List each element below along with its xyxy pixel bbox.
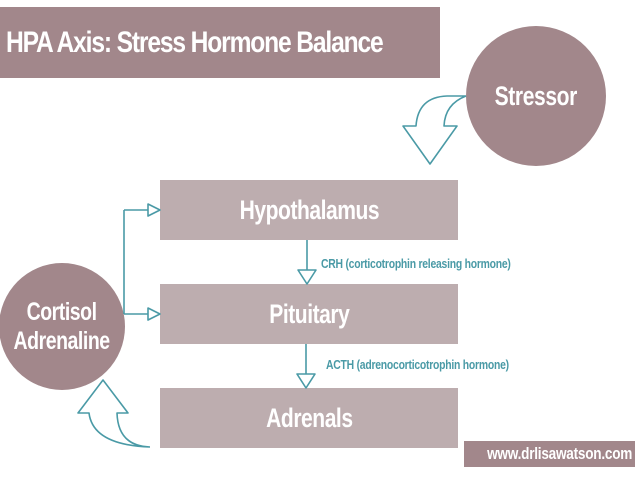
- stressor-node: Stressor: [466, 26, 606, 166]
- adrenals-up-arrow-icon: [77, 379, 151, 448]
- hypothalamus-label: Hypothalamus: [239, 194, 379, 225]
- cortisol-adrenaline-label: Cortisol Adrenaline: [13, 297, 111, 356]
- page-title: HPA Axis: Stress Hormone Balance: [6, 26, 384, 59]
- cortisol-label: Cortisol: [27, 297, 97, 326]
- pituitary-label: Pituitary: [268, 298, 350, 329]
- title-banner: HPA Axis: Stress Hormone Balance: [0, 7, 440, 78]
- acth-edge-label: ACTH (adrenocorticotrophin hormone): [326, 357, 509, 372]
- website-badge: www.drlisawatson.com: [464, 441, 635, 467]
- cortisol-adrenaline-node: Cortisol Adrenaline: [0, 263, 125, 390]
- stressor-down-arrow-icon: [402, 95, 467, 165]
- pituitary-node: Pituitary: [160, 284, 458, 344]
- adrenaline-label: Adrenaline: [13, 326, 111, 355]
- adrenals-node: Adrenals: [160, 388, 458, 448]
- acth-arrow-icon: [296, 344, 316, 389]
- feedback-connector-icon: [123, 203, 161, 321]
- crh-edge-label: CRH (corticotrophin releasing hormone): [321, 256, 511, 271]
- crh-arrow-icon: [297, 240, 317, 285]
- hypothalamus-node: Hypothalamus: [160, 180, 458, 240]
- website-url: www.drlisawatson.com: [486, 444, 632, 463]
- adrenals-label: Adrenals: [265, 402, 353, 433]
- stressor-label: Stressor: [494, 80, 578, 111]
